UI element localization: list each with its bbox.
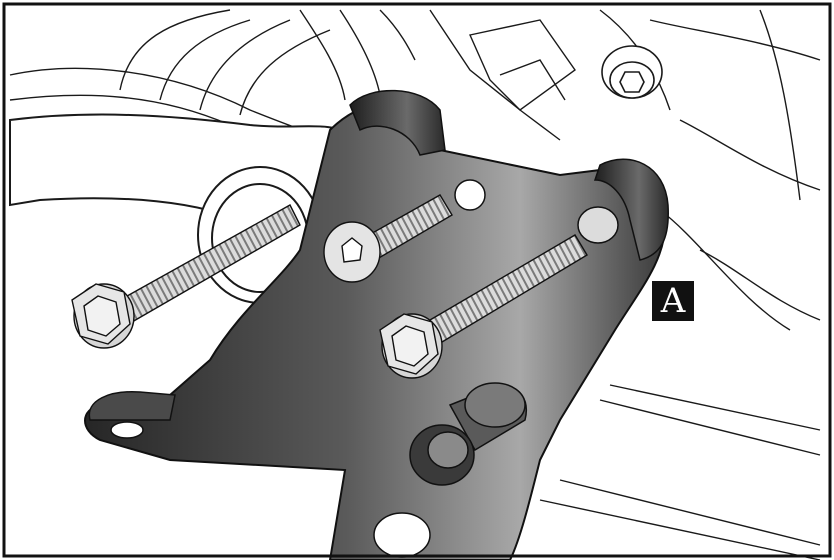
socket-head-screw-icon — [323, 194, 453, 283]
hex-bolt-icon — [71, 204, 301, 349]
callout-label: A — [660, 281, 686, 321]
hex-bolt-icon — [379, 234, 588, 379]
pin-icon — [409, 382, 527, 486]
background-socket-bolt — [601, 45, 663, 99]
callout-badge: A — [652, 281, 694, 321]
mounting-bracket — [84, 89, 669, 560]
background-line-art — [9, 9, 821, 560]
